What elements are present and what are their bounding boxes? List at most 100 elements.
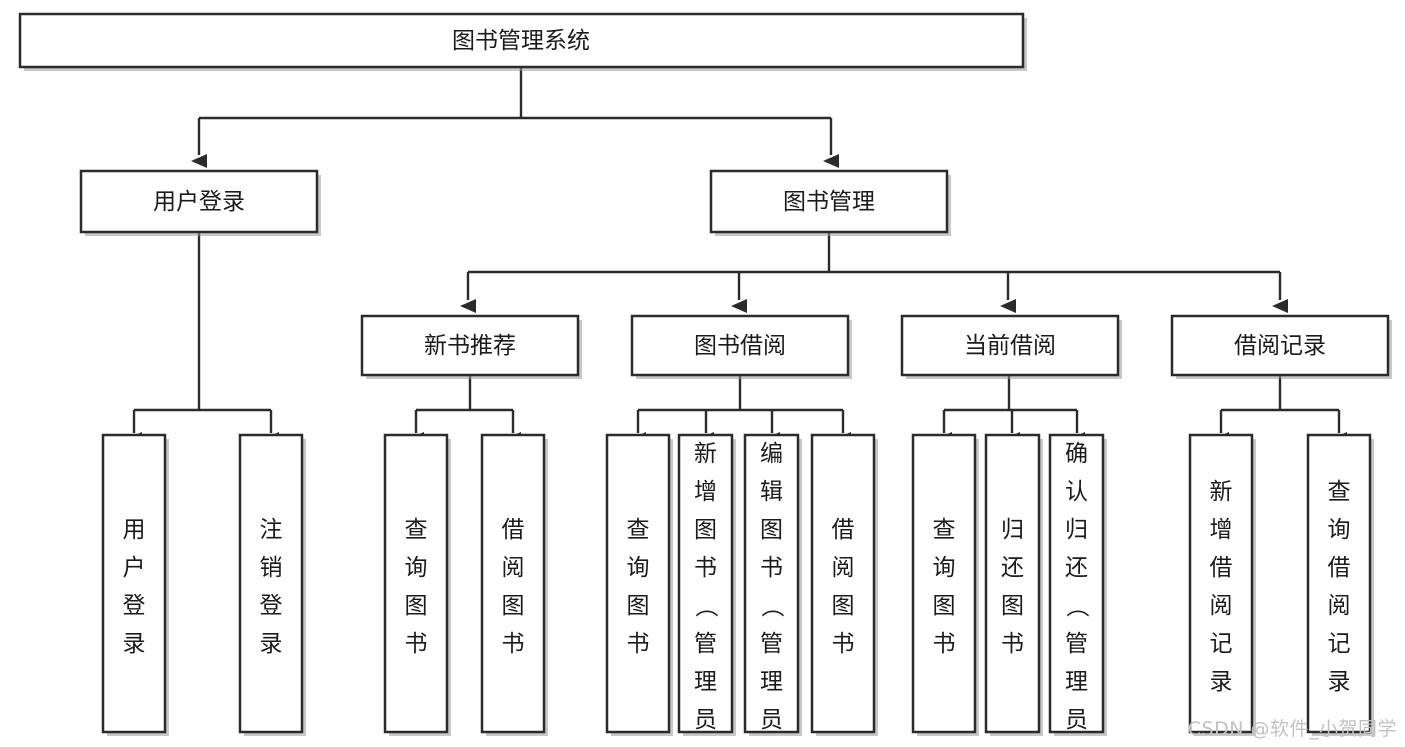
leaf-node-label-char: 确 bbox=[1065, 441, 1088, 467]
leaf-node-label-char: 注 bbox=[260, 517, 283, 543]
leaf-node-label-char: 增 bbox=[1210, 517, 1233, 543]
leaf-node-label-char: 还 bbox=[1065, 555, 1088, 581]
leaf-node-label-char: 图 bbox=[933, 593, 956, 619]
node-borrow-record[interactable]: 借阅记录 bbox=[1170, 314, 1392, 379]
leaf-node-label-char: 查 bbox=[627, 517, 650, 543]
leaf-node-label-char: （ bbox=[1064, 595, 1090, 618]
leaf-node-label-char: 登 bbox=[123, 593, 146, 619]
leaf-node-label-char: 员 bbox=[760, 707, 783, 733]
node-root[interactable]: 图书管理系统 bbox=[18, 12, 1027, 71]
leaf-node-label-char: 记 bbox=[1328, 631, 1351, 657]
connector-group-root bbox=[191, 67, 839, 168]
leaf-node-label-char: 借 bbox=[1210, 555, 1233, 581]
leaf-node-label-char: （ bbox=[759, 595, 785, 618]
node-new-book-rec[interactable]: 新书推荐 bbox=[360, 314, 582, 379]
leaf-node-label-char: 图 bbox=[502, 593, 525, 619]
leaf-node-label-char: 新 bbox=[1210, 479, 1233, 505]
leaf-node-label-char: 查 bbox=[1328, 479, 1351, 505]
connector-group-current-borrow bbox=[936, 375, 1085, 446]
leaf-node-label-char: 增 bbox=[694, 479, 717, 505]
leaf-node-label-char: 询 bbox=[405, 555, 428, 581]
leaf-node-label-char: 图 bbox=[627, 593, 650, 619]
leaf-node-label-char: 理 bbox=[760, 669, 783, 695]
connector-group-borrow-record bbox=[1213, 375, 1347, 446]
leaf-node-label-char: 书 bbox=[760, 555, 783, 581]
node-book-manage-label: 图书管理 bbox=[783, 189, 875, 215]
leaf-node-label-char: 书 bbox=[694, 555, 717, 581]
node-user-login-label: 用户登录 bbox=[153, 189, 245, 215]
leaf-node-label-char: 书 bbox=[405, 631, 428, 657]
leaf-node-label-char: 图 bbox=[1001, 593, 1024, 619]
leaf-node-label-char: 图 bbox=[760, 517, 783, 543]
leaf-node-label-char: 询 bbox=[933, 555, 956, 581]
leaf-node-label-char: 书 bbox=[1001, 631, 1024, 657]
connector-group-book-borrow bbox=[630, 375, 851, 446]
leaf-node-query-book-brw[interactable]: 查询图书查询图书 bbox=[605, 433, 673, 736]
leaf-node-borrow-book-brw[interactable]: 借阅图书借阅图书 bbox=[810, 433, 878, 736]
leaf-node-label-char: 书 bbox=[933, 631, 956, 657]
node-user-login[interactable]: 用户登录 bbox=[79, 169, 321, 236]
leaf-node-label-char: 借 bbox=[1328, 555, 1351, 581]
leaf-node-label-char: 录 bbox=[123, 631, 146, 657]
leaf-node-label-char: 书 bbox=[627, 631, 650, 657]
leaf-node-layer: 用户登录用户登录注销登录注销登录查询图书查询图书借阅图书借阅图书查询图书查询图书… bbox=[101, 433, 1374, 747]
leaf-node-label-char: 认 bbox=[1065, 479, 1088, 505]
leaf-node-query-record[interactable]: 查询借阅记录查询借阅记录 bbox=[1306, 433, 1374, 736]
leaf-node-return-book[interactable]: 归还图书归还图书 bbox=[984, 433, 1043, 736]
leaf-node-label-char: 借 bbox=[502, 517, 525, 543]
leaf-node-label-char: 查 bbox=[405, 517, 428, 543]
leaf-node-label-char: 录 bbox=[260, 631, 283, 657]
leaf-node-label-char: 录 bbox=[1328, 669, 1351, 695]
leaf-node-label-char: 用 bbox=[123, 517, 146, 543]
leaf-node-label-char: 归 bbox=[1001, 517, 1024, 543]
leaf-node-label-char: 理 bbox=[694, 669, 717, 695]
leaf-node-label-char: 询 bbox=[627, 555, 650, 581]
leaf-node-label-char: （ bbox=[693, 595, 719, 618]
leaf-node-label-char: 书 bbox=[502, 631, 525, 657]
leaf-node-label-char: 阅 bbox=[1210, 593, 1233, 619]
leaf-node-label-char: 还 bbox=[1001, 555, 1024, 581]
leaf-node-label-char: 记 bbox=[1210, 631, 1233, 657]
leaf-node-label-char: 销 bbox=[260, 555, 283, 581]
leaf-node-label-char: 借 bbox=[832, 517, 855, 543]
connector-group-book-manage bbox=[460, 232, 1288, 313]
node-current-borrow[interactable]: 当前借阅 bbox=[900, 314, 1122, 379]
connector-group-user-login bbox=[126, 232, 279, 446]
leaf-node-label-char: 阅 bbox=[1328, 593, 1351, 619]
leaf-node-query-book-rec[interactable]: 查询图书查询图书 bbox=[383, 433, 451, 736]
leaf-node-label-char: 辑 bbox=[760, 479, 783, 505]
leaf-node-label-char: 阅 bbox=[832, 555, 855, 581]
node-new-book-rec-label: 新书推荐 bbox=[424, 333, 516, 359]
leaf-node-logout[interactable]: 注销登录注销登录 bbox=[238, 433, 306, 736]
leaf-node-label-char: 阅 bbox=[502, 555, 525, 581]
leaf-node-query-book-cur[interactable]: 查询图书查询图书 bbox=[911, 433, 979, 736]
leaf-node-user-login[interactable]: 用户登录用户登录 bbox=[101, 433, 169, 736]
leaf-node-label-char: 归 bbox=[1065, 517, 1088, 543]
node-book-manage[interactable]: 图书管理 bbox=[709, 169, 951, 236]
node-borrow-record-label: 借阅记录 bbox=[1234, 333, 1326, 359]
leaf-node-borrow-book-rec[interactable]: 借阅图书借阅图书 bbox=[480, 433, 548, 736]
node-book-borrow-label: 图书借阅 bbox=[694, 333, 786, 359]
connector-group-new-book bbox=[408, 375, 521, 446]
leaf-node-label-char: 录 bbox=[1210, 669, 1233, 695]
leaf-node-label-char: 管 bbox=[1065, 631, 1088, 657]
leaf-node-label-char: 户 bbox=[123, 555, 146, 581]
leaf-node-label-char: 新 bbox=[694, 441, 717, 467]
node-book-borrow[interactable]: 图书借阅 bbox=[630, 314, 852, 379]
leaf-node-label-char: 员 bbox=[1065, 707, 1088, 733]
node-current-borrow-label: 当前借阅 bbox=[964, 333, 1056, 359]
node-root-label: 图书管理系统 bbox=[452, 28, 590, 54]
leaf-node-label-char: 图 bbox=[832, 593, 855, 619]
leaf-node-add-record[interactable]: 新增借阅记录新增借阅记录 bbox=[1188, 433, 1256, 736]
leaf-node-label-char: 登 bbox=[260, 593, 283, 619]
leaf-node-label-char: 员 bbox=[694, 707, 717, 733]
leaf-node-label-char: 询 bbox=[1328, 517, 1351, 543]
leaf-node-label-char: 图 bbox=[694, 517, 717, 543]
leaf-node-label-char: 管 bbox=[760, 631, 783, 657]
leaf-node-label-char: 编 bbox=[760, 441, 783, 467]
